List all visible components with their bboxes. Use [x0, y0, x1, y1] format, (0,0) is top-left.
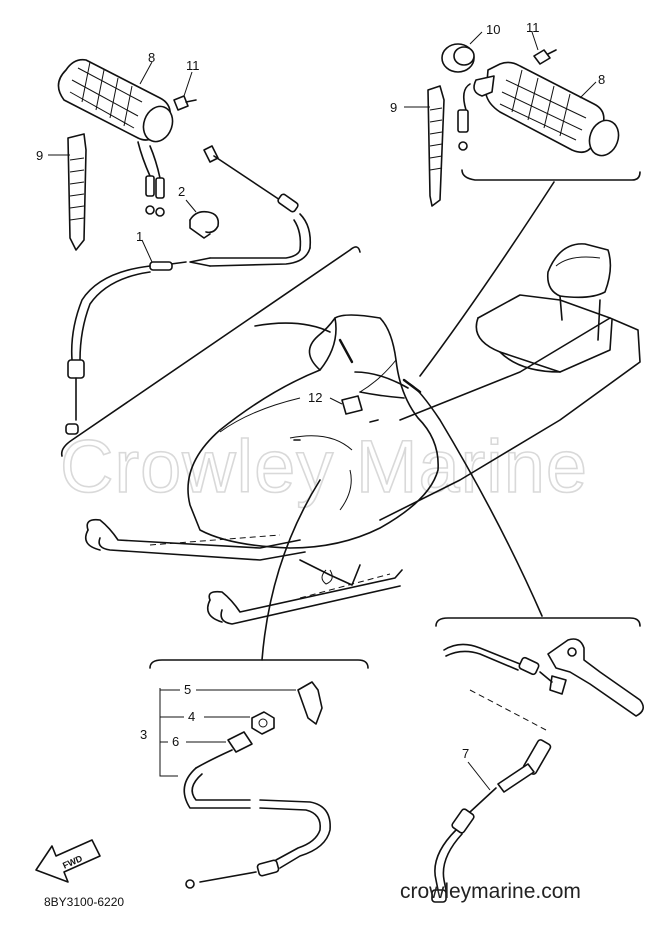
cable-tie-9-left [48, 133, 87, 251]
callout-7: 7 [462, 746, 469, 761]
diagram-code: 8BY3100-6220 [44, 895, 124, 909]
screw-11-left [173, 71, 197, 111]
callout-1: 1 [136, 229, 143, 244]
callout-12: 12 [308, 390, 322, 405]
callout-10: 10 [486, 22, 500, 37]
callout-8-left: 8 [148, 50, 155, 65]
callout-5: 5 [184, 682, 191, 697]
snowmobile-body [84, 243, 641, 625]
right-grip-assembly [457, 61, 620, 157]
brake-cable-7 [431, 638, 644, 903]
throttle-cable-1 [65, 145, 312, 435]
callout-9-left: 9 [36, 148, 43, 163]
grip-ring-10 [441, 31, 483, 73]
watermark-text: Crowley Marine [60, 425, 588, 508]
callout-8-right: 8 [598, 72, 605, 87]
callout-3: 3 [140, 727, 147, 742]
callout-11-right: 11 [526, 20, 540, 35]
screw-11-right [531, 31, 557, 65]
callout-9-right: 9 [390, 100, 397, 115]
site-url: crowleymarine.com [400, 880, 581, 903]
callout-2: 2 [178, 184, 185, 199]
cable-tie-9-right [404, 85, 445, 207]
callout-4: 4 [188, 709, 195, 724]
fwd-arrow-icon: FWD [35, 839, 101, 883]
leader-arcs [60, 169, 641, 669]
callout-labels: 1 2 3 4 5 6 7 8 8 9 9 10 11 11 12 [36, 20, 605, 761]
callout-11-left: 11 [186, 58, 200, 73]
callout-6: 6 [172, 734, 179, 749]
switch-assembly-3 [159, 681, 331, 889]
hook-2 [185, 199, 220, 239]
left-grip-assembly [57, 58, 174, 217]
